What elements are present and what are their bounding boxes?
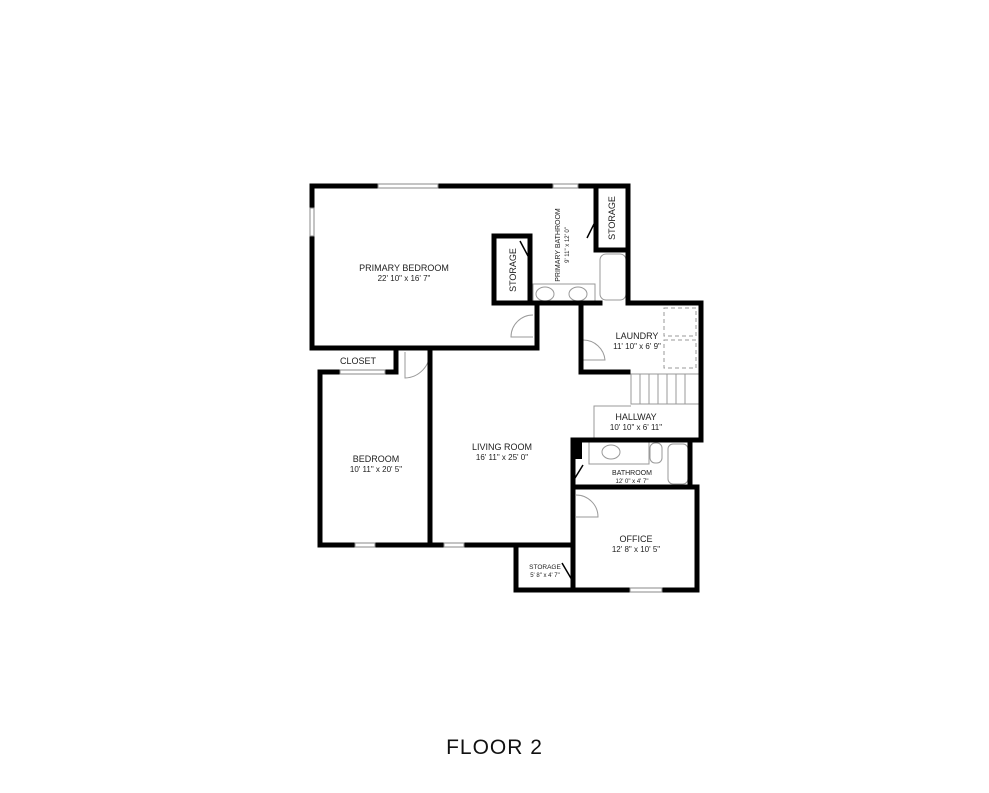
room-size: 12' 0" x 4' 7" (616, 479, 649, 485)
room-storage-upper: STORAGE (607, 196, 617, 240)
room-name: PRIMARY BATHROOM (555, 208, 562, 282)
room-name: OFFICE (620, 534, 653, 544)
room-name: PRIMARY BEDROOM (359, 263, 449, 273)
room-office: OFFICE 12' 8" x 10' 5" (612, 534, 660, 554)
room-storage-lower: STORAGE 5' 8" x 4' 7" (529, 564, 561, 579)
room-size: 16' 11" x 25' 0" (476, 453, 528, 462)
doors (404, 223, 606, 581)
room-primary-bathroom: PRIMARY BATHROOM 9' 11" x 12' 0" (555, 208, 571, 282)
room-name: BATHROOM (612, 470, 652, 477)
room-size: 22' 10" x 16' 7" (378, 274, 431, 283)
room-laundry: LAUNDRY 11' 10" x 6' 9" (613, 331, 661, 351)
room-living-room: LIVING ROOM 16' 11" x 25' 0" (472, 442, 532, 462)
room-hallway: HALLWAY 10' 10" x 6' 11" (610, 412, 662, 432)
room-size: 10' 10" x 6' 11" (610, 423, 662, 432)
room-name: LIVING ROOM (472, 442, 532, 452)
room-name: CLOSET (340, 356, 377, 366)
windows (309, 183, 663, 593)
room-primary-bedroom: PRIMARY BEDROOM 22' 10" x 16' 7" (359, 263, 449, 283)
room-name: BEDROOM (353, 454, 400, 464)
room-size: 10' 11" x 20' 5" (350, 465, 402, 474)
room-name: LAUNDRY (616, 331, 659, 341)
fixtures (532, 253, 700, 485)
room-name: STORAGE (529, 564, 561, 571)
room-bedroom: BEDROOM 10' 11" x 20' 5" (350, 454, 402, 474)
room-bathroom: BATHROOM 12' 0" x 4' 7" (612, 470, 652, 485)
room-size: 12' 8" x 10' 5" (612, 545, 660, 554)
floor-title: FLOOR 2 (446, 736, 543, 759)
stairs (630, 373, 700, 405)
room-storage-mid: STORAGE (508, 248, 518, 292)
room-name: STORAGE (508, 248, 518, 292)
room-size: 11' 10" x 6' 9" (613, 342, 661, 351)
room-closet: CLOSET (340, 356, 377, 366)
room-size: 9' 11" x 12' 0" (565, 227, 571, 263)
room-name: STORAGE (607, 196, 617, 240)
room-name: HALLWAY (615, 412, 656, 422)
room-size: 5' 8" x 4' 7" (530, 573, 560, 579)
walls (309, 183, 704, 593)
